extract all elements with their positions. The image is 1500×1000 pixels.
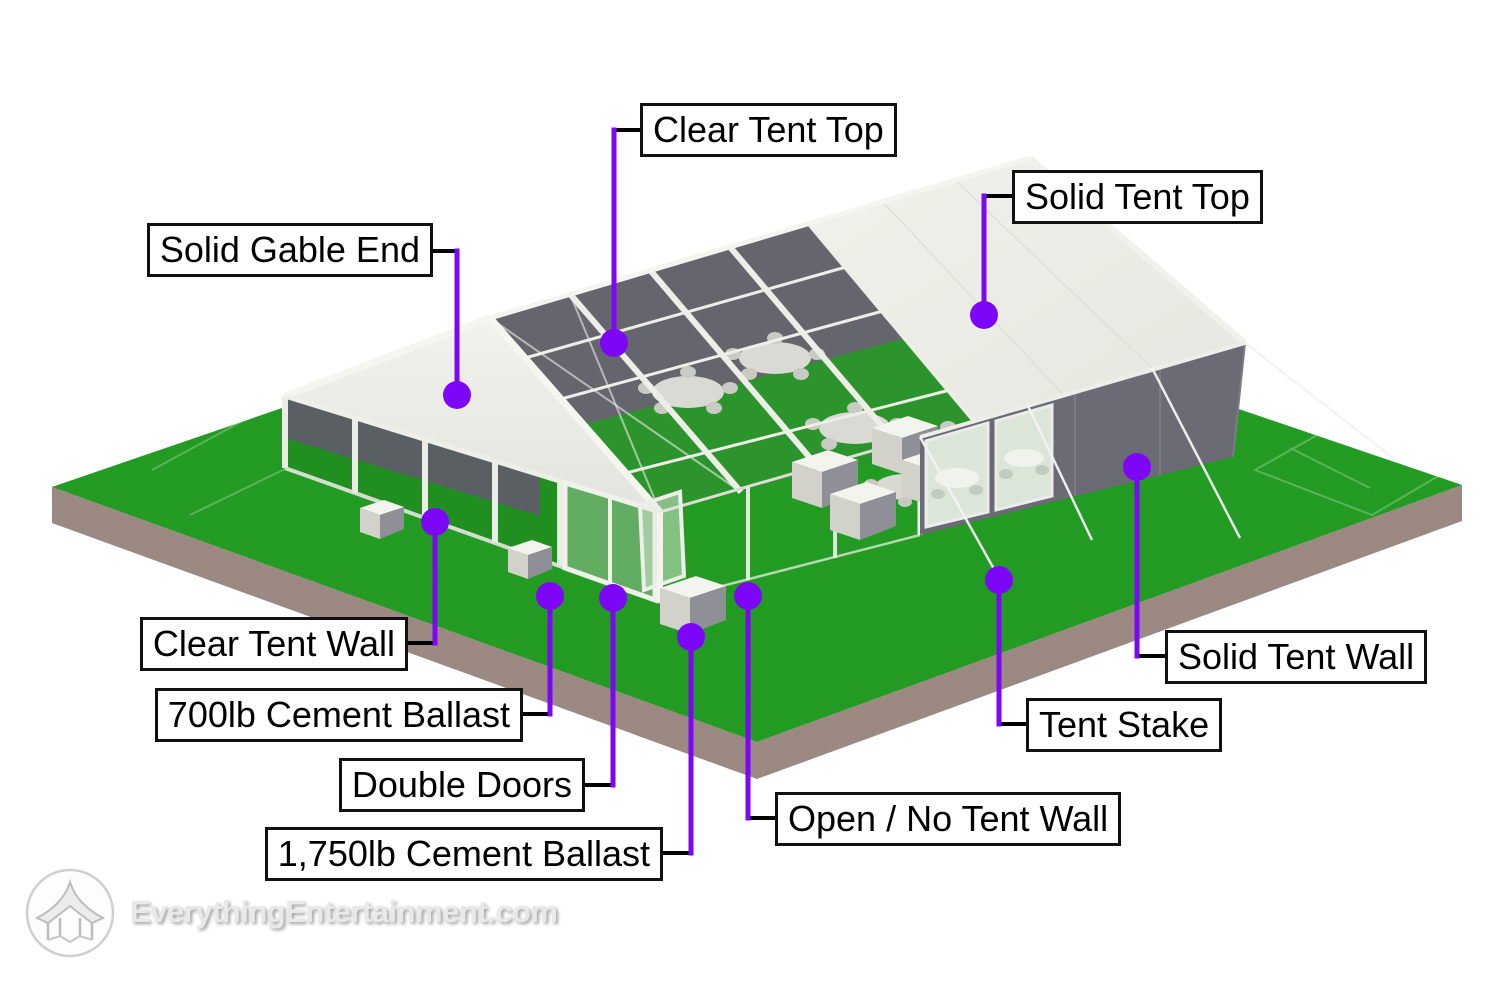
label-solid-tent-wall: Solid Tent Wall	[1165, 630, 1428, 684]
callout-solid-tent-top	[970, 193, 1012, 329]
callout-clear-tent-top	[600, 127, 640, 357]
watermark: EverythingEntertainment.com	[24, 866, 558, 958]
callout-tent-stake	[985, 566, 1026, 727]
double-doors-unit	[562, 479, 687, 604]
label-solid-gable-end: Solid Gable End	[146, 223, 433, 277]
callout-double-doors	[585, 584, 627, 788]
callout-700lb-cement-ballast	[523, 582, 564, 717]
callouts	[408, 127, 1165, 856]
callout-clear-tent-wall	[408, 508, 449, 646]
label-1750lb-cement-ballast: 1,750lb Cement Ballast	[264, 827, 663, 881]
label-700lb-cement-ballast: 700lb Cement Ballast	[154, 688, 523, 742]
callout-1750lb-cement-ballast	[663, 623, 705, 856]
callout-dot-700lb-cement-ballast	[536, 582, 564, 610]
callout-dot-solid-gable-end	[443, 381, 471, 409]
callout-solid-gable-end	[433, 248, 471, 409]
label-clear-tent-wall: Clear Tent Wall	[139, 617, 408, 671]
callout-dot-double-doors	[599, 584, 627, 612]
label-double-doors: Double Doors	[338, 758, 585, 812]
callout-open-no-tent-wall	[734, 582, 775, 821]
700lb-cement-ballasts	[360, 500, 552, 579]
wall-window	[924, 421, 990, 529]
callout-dot-clear-tent-top	[600, 329, 628, 357]
label-open-no-tent-wall: Open / No Tent Wall	[775, 792, 1122, 846]
label-solid-tent-top: Solid Tent Top	[1012, 170, 1263, 224]
tent-logo-icon	[25, 868, 115, 958]
watermark-text: EverythingEntertainment.com	[130, 894, 558, 929]
guy-ropes	[918, 342, 1399, 579]
callout-dot-solid-tent-wall	[1123, 453, 1151, 481]
ridge-line	[489, 155, 1031, 321]
callout-dot-clear-tent-wall	[421, 508, 449, 536]
wall-eave-fascia	[919, 341, 1246, 439]
callout-dot-1750lb-cement-ballast	[677, 623, 705, 651]
callout-dot-open-no-tent-wall	[734, 582, 762, 610]
wall-window	[994, 403, 1054, 512]
callout-dot-solid-tent-top	[970, 301, 998, 329]
ghost-outline-right	[1252, 423, 1455, 517]
callout-solid-tent-wall	[1123, 453, 1165, 659]
label-tent-stake: Tent Stake	[1026, 698, 1223, 752]
callout-dot-tent-stake	[985, 566, 1013, 594]
label-clear-tent-top: Clear Tent Top	[640, 103, 897, 157]
